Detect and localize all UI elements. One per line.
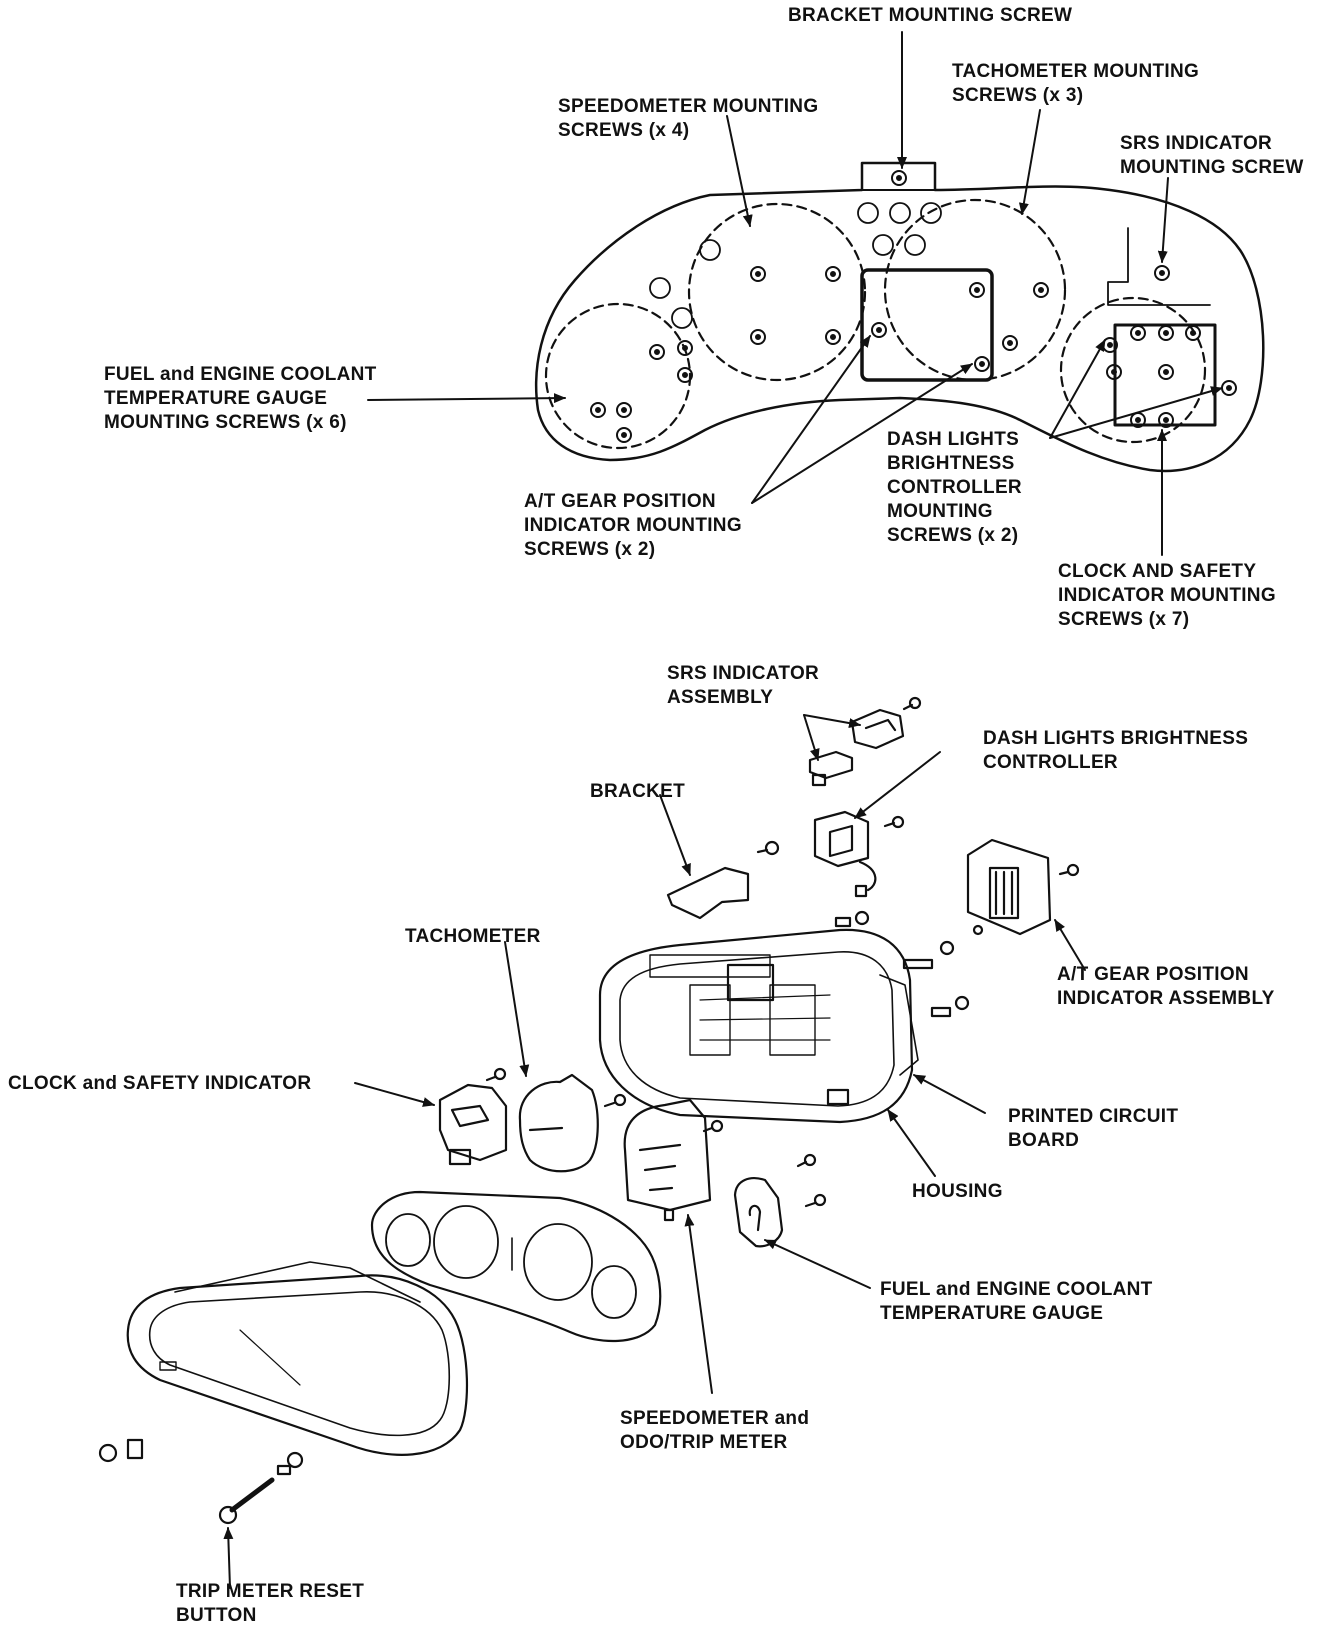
label-trip-meter-reset: TRIP METER RESET BUTTON bbox=[176, 1580, 364, 1628]
label-bracket-mounting-screw: BRACKET MOUNTING SCREW bbox=[788, 4, 1072, 28]
fuel-coolant-gauge-part bbox=[733, 1153, 827, 1248]
exploded-view bbox=[98, 696, 1080, 1525]
label-srs-indicator-assembly: SRS INDICATOR ASSEMBLY bbox=[667, 662, 819, 710]
dash-lights-controller-part bbox=[813, 810, 905, 898]
fuel-gauge-area bbox=[544, 302, 692, 450]
label-line: PRINTED CIRCUIT bbox=[1008, 1106, 1179, 1127]
housing-part bbox=[598, 928, 919, 1124]
label-line: MOUNTING SCREW bbox=[1120, 157, 1304, 178]
label-line: SCREWS (x 2) bbox=[887, 525, 1019, 546]
clock-area bbox=[1059, 296, 1207, 444]
label-at-gear-mounting-screws: A/T GEAR POSITION INDICATOR MOUNTING SCREW… bbox=[524, 490, 742, 562]
label-line: HOUSING bbox=[912, 1181, 1003, 1202]
label-line: SCREWS (x 3) bbox=[952, 85, 1084, 106]
lens-front-cover bbox=[126, 1261, 469, 1456]
label-line: MOUNTING bbox=[887, 501, 993, 522]
tachometer-part bbox=[518, 1073, 627, 1173]
label-line: SPEEDOMETER MOUNTING bbox=[558, 96, 819, 117]
label-line: SCREWS (x 4) bbox=[558, 120, 690, 141]
bottom-leader-lines bbox=[223, 714, 1086, 1589]
label-line: SRS INDICATOR bbox=[1120, 133, 1273, 154]
label-line: ODO/TRIP METER bbox=[620, 1432, 788, 1453]
label-line: FUEL and ENGINE COOLANT bbox=[880, 1279, 1153, 1300]
label-line: TRIP METER RESET bbox=[176, 1581, 365, 1602]
label-line: BRACKET bbox=[590, 781, 685, 802]
label-line: A/T GEAR POSITION bbox=[1057, 964, 1249, 985]
label-line: BRIGHTNESS bbox=[887, 453, 1015, 474]
label-line: BOARD bbox=[1008, 1130, 1080, 1151]
label-line: INDICATOR MOUNTING bbox=[524, 515, 742, 536]
label-line: CONTROLLER bbox=[983, 752, 1118, 773]
label-line: ASSEMBLY bbox=[667, 687, 774, 708]
speedometer-part bbox=[623, 1098, 724, 1222]
label-line: DASH LIGHTS BRIGHTNESS bbox=[983, 728, 1249, 749]
label-srs-indicator-mounting-screw: SRS INDICATOR MOUNTING SCREW bbox=[1120, 132, 1304, 180]
label-tachometer-mounting-screws: TACHOMETER MOUNTING SCREWS (x 3) bbox=[952, 60, 1199, 108]
label-at-gear-assembly: A/T GEAR POSITION INDICATOR ASSEMBLY bbox=[1057, 963, 1275, 1011]
label-speedometer-mounting-screws: SPEEDOMETER MOUNTING SCREWS (x 4) bbox=[558, 95, 818, 143]
label-line: BUTTON bbox=[176, 1605, 257, 1626]
label-line: BRACKET MOUNTING SCREW bbox=[788, 5, 1073, 26]
at-gear-indicator-outline bbox=[860, 268, 994, 382]
label-fuel-coolant-mounting-screws: FUEL and ENGINE COOLANT TEMPERATURE GAUGE… bbox=[104, 363, 377, 435]
clock-safety-indicator-part bbox=[438, 1067, 508, 1166]
label-line: MOUNTING SCREWS (x 6) bbox=[104, 412, 347, 433]
label-housing: HOUSING bbox=[912, 1180, 1003, 1204]
mounting-screws bbox=[590, 170, 1237, 443]
label-dash-lights-controller-screws: DASH LIGHTS BRIGHTNESS CONTROLLER MOUNTING S… bbox=[887, 428, 1022, 548]
label-bracket: BRACKET bbox=[590, 780, 685, 804]
srs-area-outline bbox=[1107, 227, 1211, 306]
label-line: SPEEDOMETER and bbox=[620, 1408, 810, 1429]
label-line: SRS INDICATOR bbox=[667, 663, 820, 684]
top-leader-lines bbox=[367, 31, 1223, 556]
label-line: TACHOMETER MOUNTING bbox=[952, 61, 1200, 82]
label-line: SCREWS (x 7) bbox=[1058, 609, 1190, 630]
label-line: TEMPERATURE GAUGE bbox=[880, 1303, 1104, 1324]
label-line: INDICATOR ASSEMBLY bbox=[1057, 988, 1275, 1009]
label-clock-safety-indicator: CLOCK and SAFETY INDICATOR bbox=[8, 1072, 311, 1096]
label-line: DASH LIGHTS bbox=[887, 429, 1020, 450]
cluster-outline bbox=[534, 161, 1265, 473]
srs-indicator-assembly bbox=[808, 696, 922, 787]
label-line: CONTROLLER bbox=[887, 477, 1022, 498]
label-line: FUEL and ENGINE COOLANT bbox=[104, 364, 377, 385]
label-dash-lights-controller: DASH LIGHTS BRIGHTNESS CONTROLLER bbox=[983, 727, 1248, 775]
label-printed-circuit-board: PRINTED CIRCUIT BOARD bbox=[1008, 1105, 1178, 1153]
label-fuel-coolant-gauge: FUEL and ENGINE COOLANT TEMPERATURE GAUGE bbox=[880, 1278, 1153, 1326]
at-gear-indicator-part bbox=[966, 838, 1080, 936]
label-line: INDICATOR MOUNTING bbox=[1058, 585, 1276, 606]
label-line: CLOCK and SAFETY INDICATOR bbox=[8, 1073, 312, 1094]
label-line: CLOCK AND SAFETY bbox=[1058, 561, 1257, 582]
label-line: A/T GEAR POSITION bbox=[524, 491, 716, 512]
label-line: TEMPERATURE GAUGE bbox=[104, 388, 328, 409]
housing-screws bbox=[834, 910, 970, 1018]
label-tachometer: TACHOMETER bbox=[405, 925, 541, 949]
label-line: TACHOMETER bbox=[405, 926, 541, 947]
speedometer-area bbox=[687, 202, 867, 382]
bracket-part bbox=[666, 840, 780, 920]
clock-indicator-outline bbox=[1113, 323, 1217, 427]
label-clock-safety-mounting-screws: CLOCK AND SAFETY INDICATOR MOUNTING SCREWS… bbox=[1058, 560, 1276, 632]
gauge-face-panel bbox=[370, 1190, 662, 1343]
cluster-rear-view bbox=[534, 161, 1265, 473]
label-line: SCREWS (x 2) bbox=[524, 539, 656, 560]
trip-reset-parts bbox=[98, 1438, 304, 1525]
